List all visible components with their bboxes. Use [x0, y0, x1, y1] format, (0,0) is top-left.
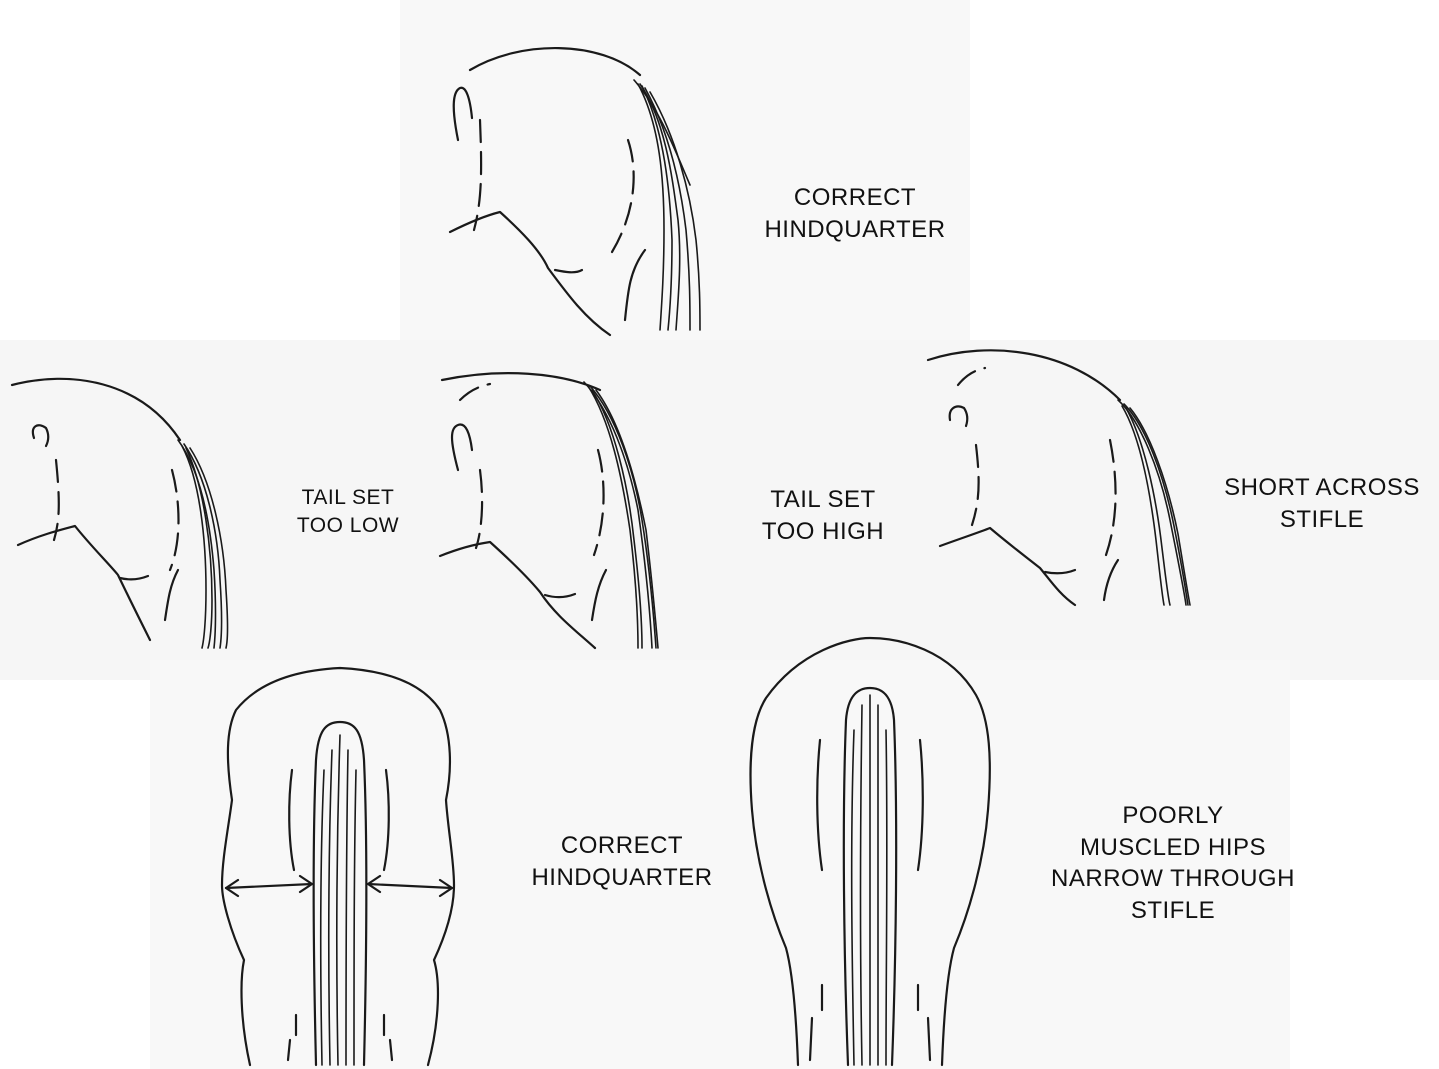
label-correct-side: CORRECT HINDQUARTER: [740, 182, 970, 245]
label-tail-low: TAIL SET TOO LOW: [268, 484, 428, 539]
label-short-stifle: SHORT ACROSS STIFLE: [1206, 472, 1438, 535]
label-poorly-muscled: POORLY MUSCLED HIPS NARROW THROUGH STIFL…: [1028, 800, 1318, 927]
label-correct-rear: CORRECT HINDQUARTER: [508, 830, 736, 893]
label-tail-high: TAIL SET TOO HIGH: [738, 484, 908, 547]
